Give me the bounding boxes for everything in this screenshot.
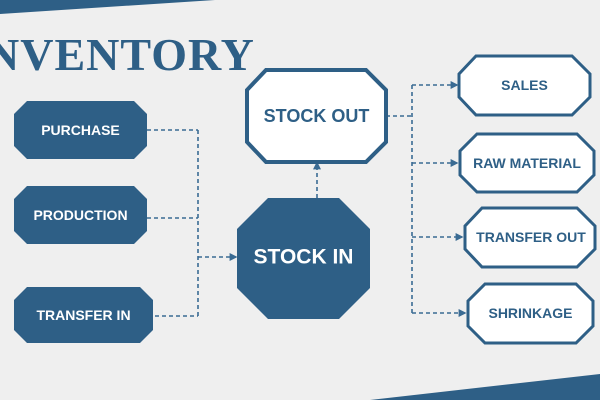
output-label-sales: SALES (501, 77, 548, 93)
connectors (147, 81, 467, 317)
output-node-shrinkage: SHRINKAGE (466, 282, 595, 345)
source-label-transfer-in: TRANSFER IN (36, 307, 130, 323)
stock-in-label: STOCK IN (254, 246, 354, 269)
stock-out-shape (245, 68, 388, 164)
source-node-purchase: PURCHASE (14, 101, 147, 159)
output-label-transfer-out: TRANSFER OUT (476, 229, 586, 245)
source-label-purchase: PURCHASE (41, 122, 120, 138)
output-label-shrinkage: SHRINKAGE (488, 305, 572, 321)
bottom-band (370, 374, 600, 400)
output-node-sales-shape (457, 54, 592, 117)
source-node-transfer-in-shape (14, 287, 153, 343)
top-band (0, 0, 215, 14)
output-node-transfer-out-shape (463, 206, 597, 269)
output-node-sales: SALES (457, 54, 592, 117)
source-node-purchase-shape (14, 101, 147, 159)
source-label-production: PRODUCTION (33, 207, 127, 223)
stock-in-shape (237, 198, 370, 319)
output-label-raw-material: RAW MATERIAL (473, 155, 581, 171)
output-node-raw-material-shape (458, 132, 596, 194)
output-node-shrinkage-shape (466, 282, 595, 345)
stock-in-node: STOCK IN (237, 198, 370, 319)
output-node-raw-material: RAW MATERIAL (458, 132, 596, 194)
page-title: NVENTORY (0, 29, 255, 80)
source-node-production: PRODUCTION (14, 186, 147, 244)
source-node-transfer-in: TRANSFER IN (14, 287, 153, 343)
stock-out-label: STOCK OUT (264, 106, 370, 126)
stock-out-node: STOCK OUT (245, 68, 388, 164)
output-node-transfer-out: TRANSFER OUT (463, 206, 597, 269)
source-node-production-shape (14, 186, 147, 244)
